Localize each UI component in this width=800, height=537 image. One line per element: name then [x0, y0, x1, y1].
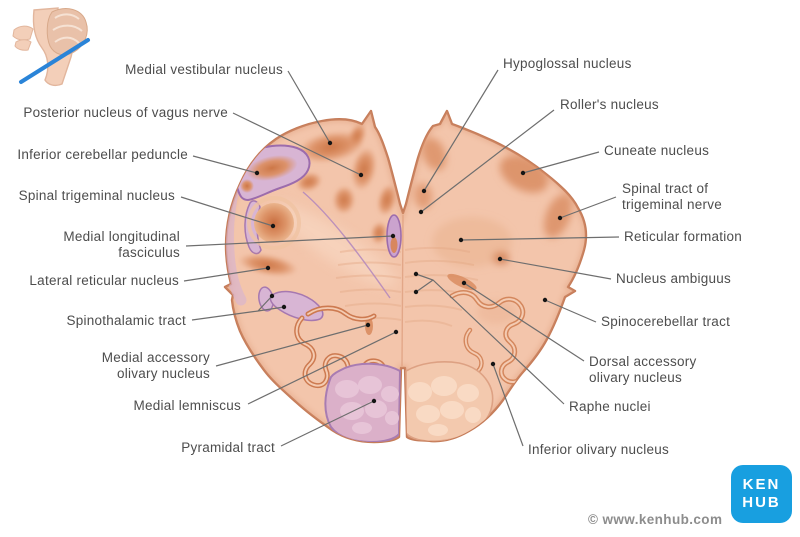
label-medial-lemniscus: Medial lemniscus	[133, 398, 241, 413]
left-pyramid	[324, 362, 402, 442]
right-soft-nuclei	[413, 137, 573, 324]
right-pyramid	[405, 361, 494, 442]
label-pyramidal-tract: Pyramidal tract	[181, 440, 275, 455]
left-inferior-olive	[294, 305, 397, 398]
label-inferior-cerebellar-peduncle: Inferior cerebellar peduncle	[17, 147, 188, 162]
label-rollers-nucleus: Roller's nucleus	[560, 97, 659, 112]
leader-lines	[180, 69, 620, 447]
label-lateral-reticular-nucleus: Lateral reticular nucleus	[29, 273, 179, 288]
label-spinocerebellar-tract: Spinocerebellar tract	[601, 314, 731, 329]
label-reticular-formation: Reticular formation	[624, 229, 743, 244]
label-cuneate-nucleus: Cuneate nucleus	[604, 143, 710, 158]
label-posterior-nucleus-of-vagus: Posterior nucleus of vagus nerve	[23, 105, 228, 120]
section-level-inset	[12, 7, 90, 87]
label-medial-accessory-olivary-nucleus: Medial accessory olivary nucleus	[101, 350, 210, 381]
label-hypoglossal-nucleus: Hypoglossal nucleus	[503, 56, 632, 71]
label-raphe-nuclei: Raphe nuclei	[569, 399, 651, 414]
kenhub-logo-line1: KEN	[742, 476, 781, 493]
kenhub-logo: KEN HUB	[731, 465, 792, 523]
label-nucleus-ambiguus: Nucleus ambiguus	[616, 271, 732, 286]
label-medial-vestibular-nucleus: Medial vestibular nucleus	[125, 62, 283, 77]
left-dorsal-nuclei	[296, 123, 397, 244]
label-medial-longitudinal-fasciculus: Medial longitudinal fasciculus	[63, 229, 180, 260]
medulla-section	[223, 109, 588, 444]
kenhub-logo-line2: HUB	[742, 494, 781, 511]
label-spinothalamic-tract: Spinothalamic tract	[66, 313, 186, 328]
label-spinal-trigeminal-nucleus: Spinal trigeminal nucleus	[18, 188, 175, 203]
copyright-text: © www.kenhub.com	[588, 512, 723, 527]
section-plane-line	[19, 38, 90, 84]
label-spinal-tract-of-trigeminal-nerve: Spinal tract of trigeminal nerve	[622, 181, 723, 212]
label-dorsal-accessory-olivary-nucleus: Dorsal accessory olivary nucleus	[589, 354, 697, 385]
leader-dots	[254, 140, 563, 404]
label-inferior-olivary-nucleus: Inferior olivary nucleus	[528, 442, 670, 457]
